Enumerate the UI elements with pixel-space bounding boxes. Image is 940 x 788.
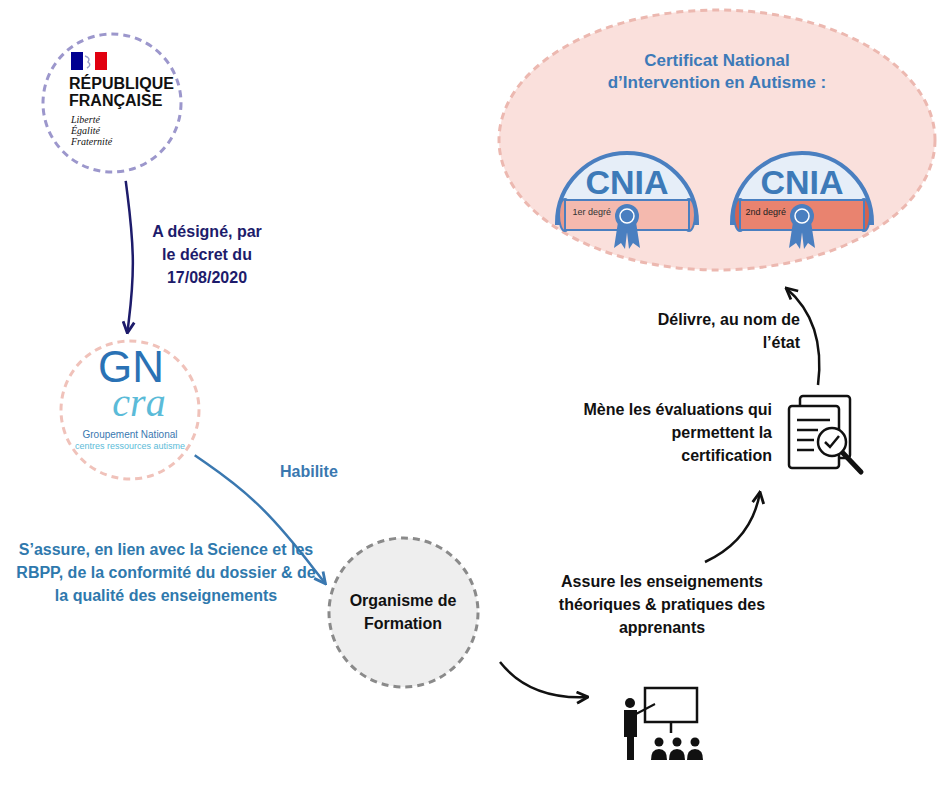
note-text: S’assure, en lien avec la Science et les… bbox=[12, 538, 320, 608]
flow-arrow bbox=[705, 492, 760, 562]
node-outline bbox=[497, 8, 937, 272]
dashed-circle bbox=[43, 34, 181, 172]
flag-logo bbox=[71, 52, 107, 70]
step-text: Mène les évaluations qui permettent la c… bbox=[578, 398, 772, 468]
step-text: Assure les enseignements théoriques & pr… bbox=[540, 570, 784, 640]
flow-arrow bbox=[500, 662, 588, 697]
logo-text: RÉPUBLIQUE FRANÇAISE bbox=[69, 76, 181, 110]
motto-text: Liberté Égalité Fraternité bbox=[71, 114, 123, 147]
step-text: Délivre, au nom de l’état bbox=[640, 308, 800, 354]
teacher-icon bbox=[624, 688, 703, 760]
node-label: Organisme de Formation bbox=[343, 589, 463, 635]
node-outline bbox=[327, 536, 480, 689]
certificate-ellipse: Certificat National d’Intervention en Au… bbox=[497, 8, 937, 272]
diploma-title: CNIA bbox=[567, 165, 687, 199]
process-circle: Organisme de Formation bbox=[327, 536, 480, 689]
diploma-title: CNIA bbox=[742, 165, 862, 199]
logo-text: cra bbox=[99, 383, 179, 423]
logo-circle: GNcraGroupement Nationalcentres ressourc… bbox=[59, 339, 201, 481]
evaluation-icon bbox=[789, 396, 861, 472]
logo-subtitle: Groupement National bbox=[65, 429, 195, 441]
diploma-level: 1er degré bbox=[565, 208, 611, 218]
diploma-icon bbox=[732, 153, 872, 249]
dashed-circle bbox=[329, 538, 478, 687]
dashed-ellipse bbox=[499, 10, 935, 270]
diploma-icon bbox=[557, 153, 697, 249]
edge-label: A désigné, par le décret du 17/08/2020 bbox=[148, 220, 266, 290]
edge-label: Habilite bbox=[280, 460, 370, 483]
certificate-title: Certificat National d’Intervention en Au… bbox=[592, 50, 842, 94]
logo-subtitle: centres ressources autisme bbox=[65, 441, 195, 451]
dashed-circle bbox=[61, 341, 199, 479]
connector-arrow bbox=[126, 181, 133, 333]
diploma-level: 2nd degré bbox=[740, 208, 786, 218]
logo-circle: RÉPUBLIQUE FRANÇAISE Liberté Égalité Frat… bbox=[41, 32, 183, 174]
